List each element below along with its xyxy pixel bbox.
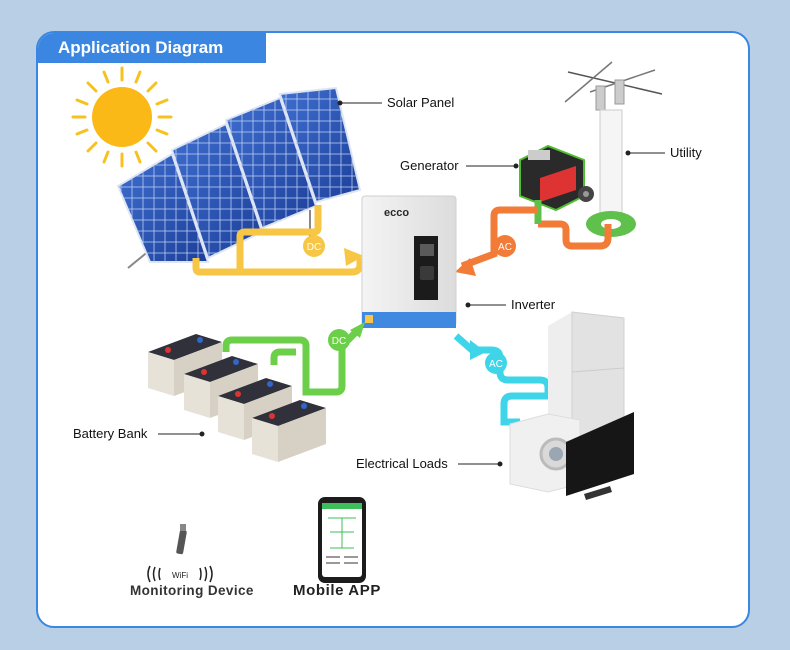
dc-battery-badge-label: DC xyxy=(332,336,346,347)
diagram-card: Application Diagram xyxy=(36,31,750,628)
dc-battery-line: DC xyxy=(222,322,365,396)
generator-icon xyxy=(519,144,594,212)
battery-bank-icon xyxy=(148,334,326,462)
dc-battery-badge xyxy=(328,329,350,351)
dc-solar-badge xyxy=(303,235,325,257)
utility-pole-icon xyxy=(564,61,663,237)
solar-panel-label: Solar Panel xyxy=(387,95,455,110)
ac-loads-badge-label: AC xyxy=(489,359,503,370)
wifi-icon: WiFi xyxy=(147,565,213,583)
inverter-icon: ecco xyxy=(361,195,457,328)
battery-bank-label: Battery Bank xyxy=(73,426,148,441)
inverter-label: Inverter xyxy=(511,297,556,312)
dc-solar-line: DC xyxy=(192,205,364,276)
ac-loads-badge xyxy=(485,352,507,374)
sun-icon xyxy=(71,66,173,168)
monitoring-device-icon xyxy=(176,524,187,555)
generator-label: Generator xyxy=(400,158,459,173)
ac-generator-badge-label: AC xyxy=(498,242,512,253)
diagram-title: Application Diagram xyxy=(38,33,266,63)
electrical-loads-icon xyxy=(509,311,634,500)
ac-generator-badge xyxy=(494,235,516,257)
dc-solar-badge-label: DC xyxy=(307,242,321,253)
utility-label: Utility xyxy=(670,145,702,160)
leader-dots xyxy=(199,100,631,467)
leader-lines xyxy=(158,102,665,465)
wifi-label: WiFi xyxy=(172,571,188,580)
electrical-loads-label: Electrical Loads xyxy=(356,456,448,471)
ac-generator-line: AC xyxy=(455,200,612,276)
ac-loads-line: AC xyxy=(453,333,552,426)
monitoring-device-label: Monitoring Device xyxy=(130,583,254,598)
mobile-phone-icon xyxy=(318,497,366,583)
mobile-app-label: Mobile APP xyxy=(293,582,381,599)
inverter-brand: ecco xyxy=(384,207,409,219)
